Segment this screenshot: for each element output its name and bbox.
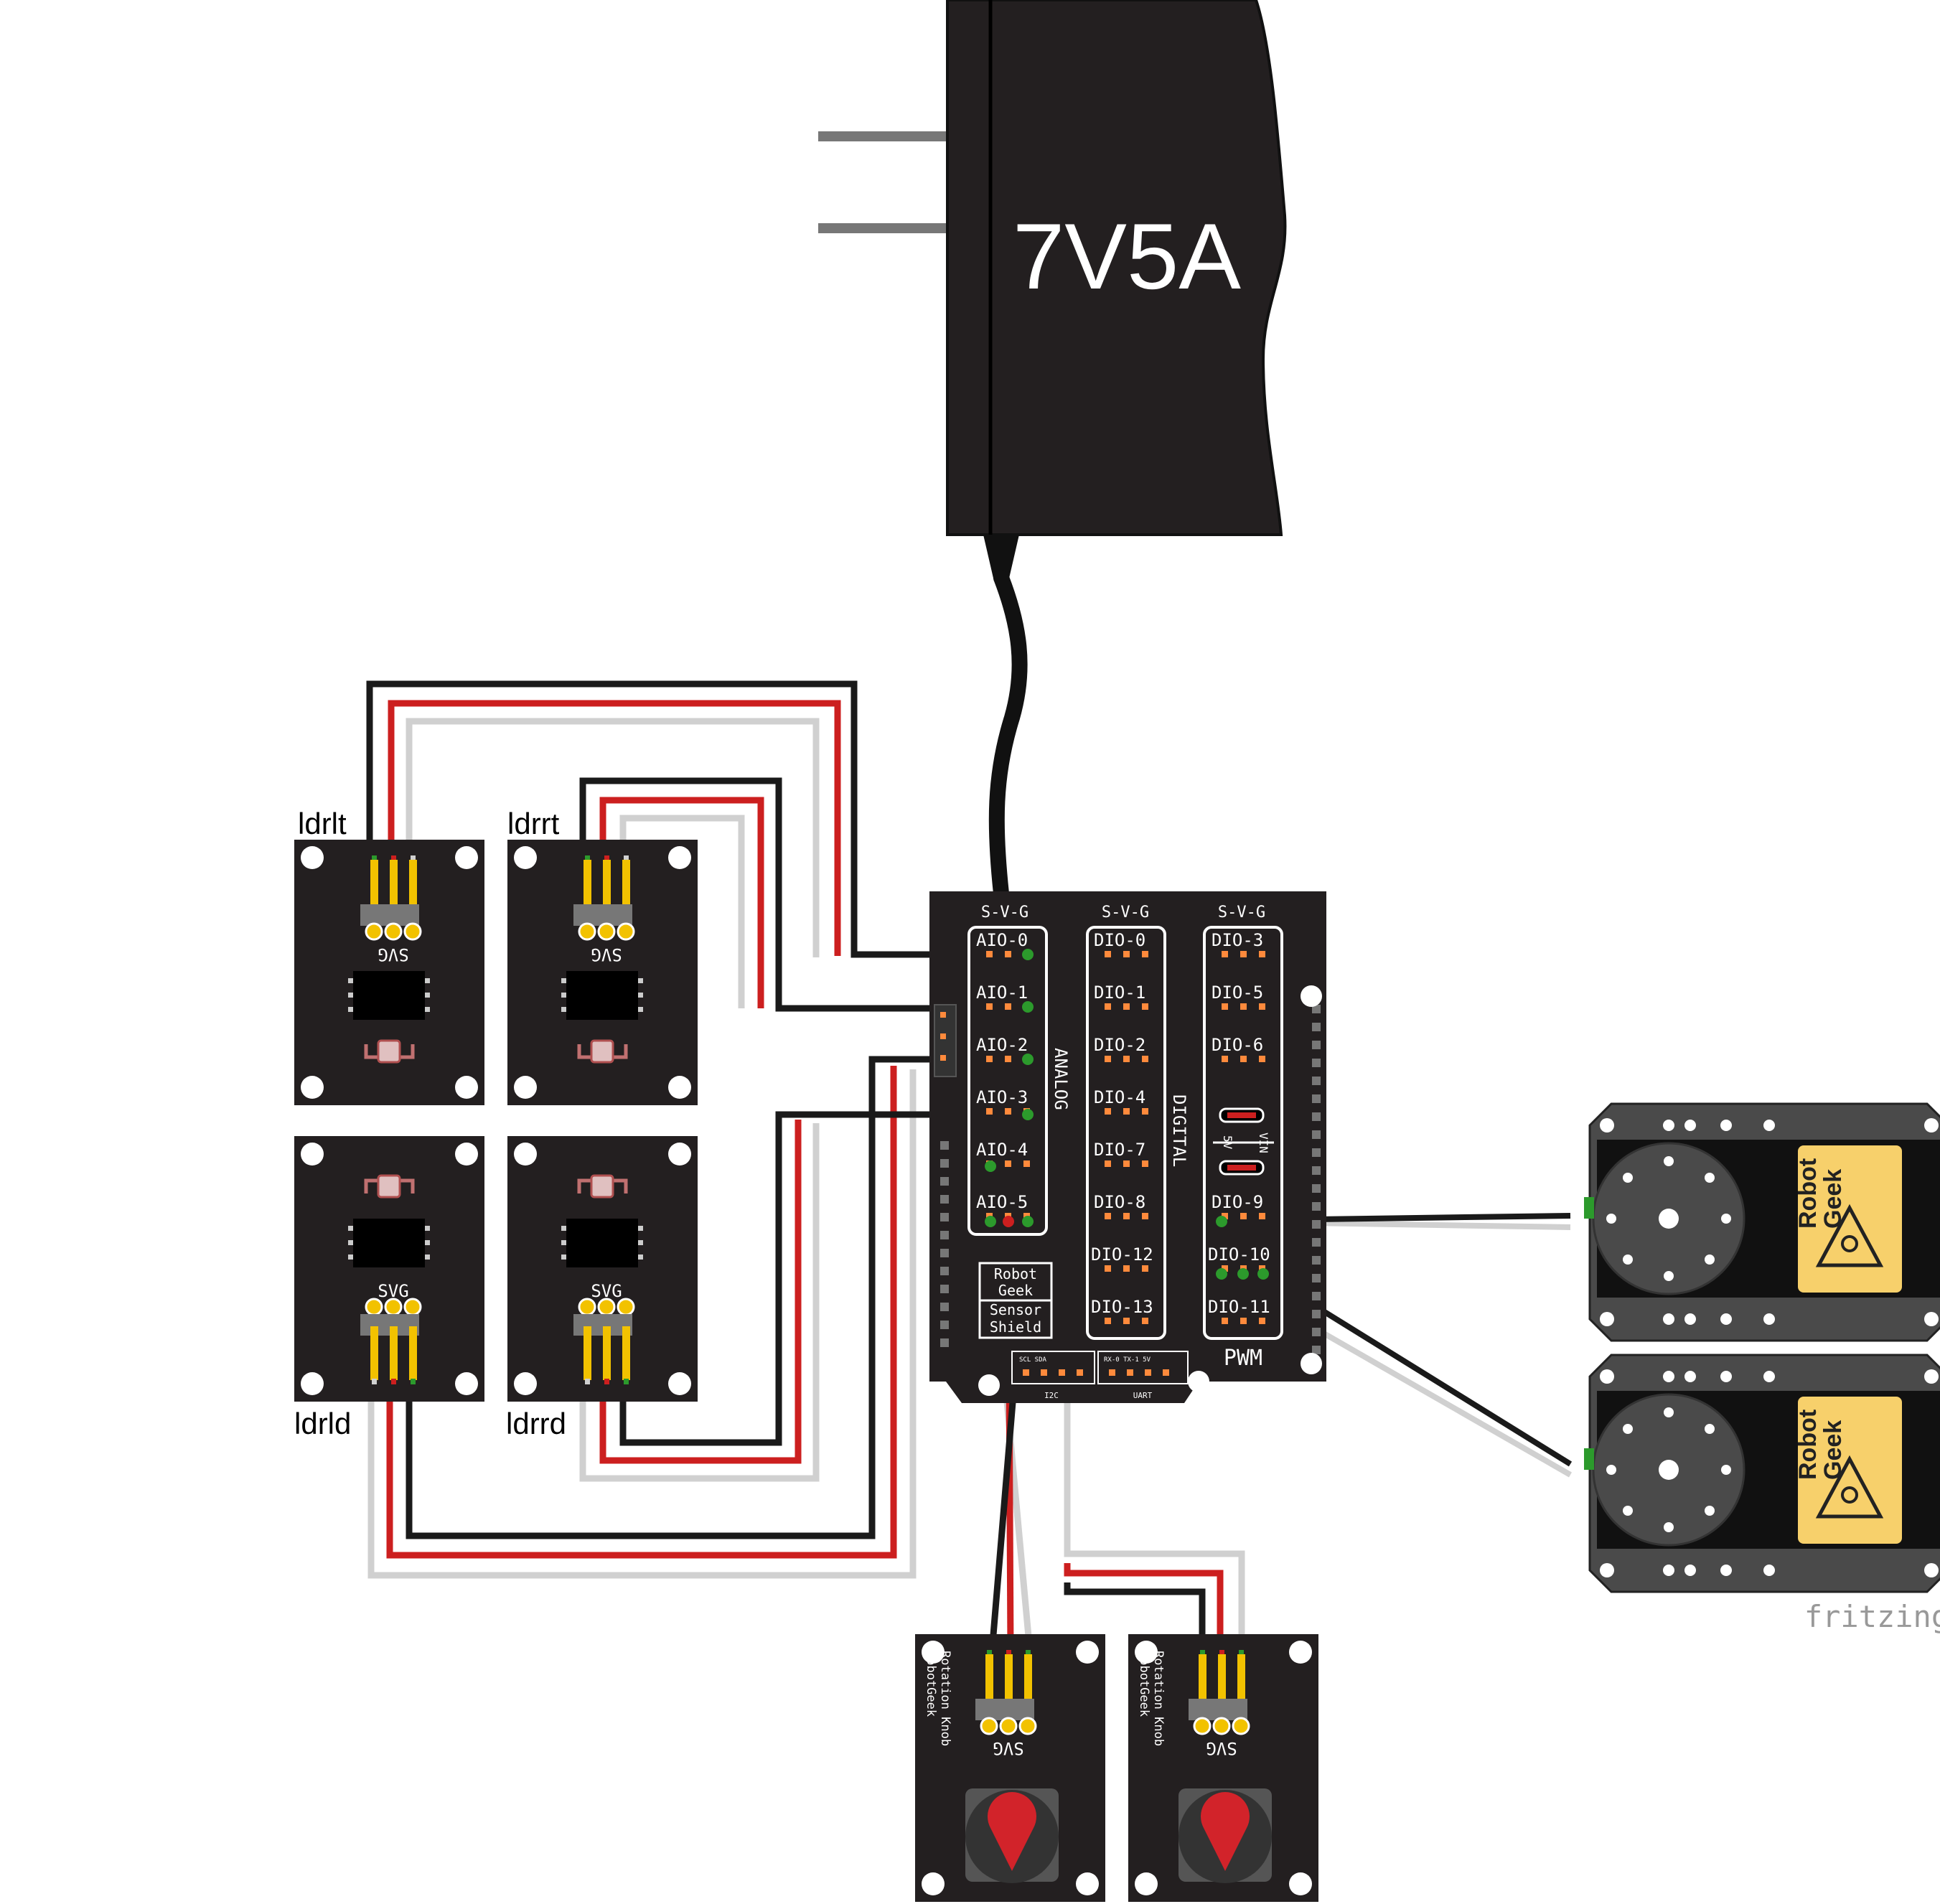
digital-pin-label: DIO-8 [1094, 1192, 1145, 1212]
servo-1: Robot Geek [1584, 1104, 1940, 1341]
fritzing-watermark: fritzing [1804, 1599, 1940, 1634]
pwm-pin-label: DIO-3 [1212, 930, 1263, 950]
adapter-prong-top [818, 131, 947, 141]
digital-pin-label: DIO-12 [1091, 1244, 1153, 1265]
i2c-label: I2C [1044, 1391, 1059, 1400]
jumper-5v-label: 5V [1221, 1135, 1234, 1150]
pwm-header-label: S-V-G [1218, 904, 1265, 921]
analog-pin-label: AIO-2 [976, 1035, 1028, 1055]
digital-pin-label: DIO-1 [1094, 983, 1145, 1003]
adapter-cable [988, 570, 1028, 901]
sensor-pin-label: SVG [378, 1281, 408, 1301]
wire-ldrrd-signal [579, 1123, 820, 1482]
wire-ldrrt-signal [619, 815, 745, 1008]
digital-pin-label: DIO-2 [1094, 1035, 1145, 1055]
pwm-pin-label: DIO-11 [1208, 1297, 1270, 1317]
sensor-pin-label: SVG [591, 1281, 622, 1301]
wire-ldrrt-ground [579, 777, 1030, 1012]
digital-header-label: S-V-G [1102, 904, 1149, 921]
sensor-ldrlt: SVG ldrlt [294, 807, 484, 1105]
servo-brand-line1: Robot [1794, 1158, 1822, 1229]
wire-ldrlt-ground [366, 680, 1030, 958]
wire-ldrlt-power [388, 700, 841, 956]
analog-header-label: S-V-G [981, 904, 1028, 921]
jumper-vin-label: VIN [1257, 1132, 1270, 1153]
logo-line: Sensor [990, 1301, 1041, 1318]
adapter-label: 7V5A [1013, 204, 1241, 309]
analog-label: ANALOG [1051, 1048, 1071, 1110]
digital-pins: DIO-0 DIO-1 DIO-2 DIO-4 DIO-7 DIO-8 DIO-… [1091, 930, 1153, 1324]
rotation-knob-2: RobotGeek Rotation Knob SVG [1127, 1633, 1320, 1903]
wire-ldrlt-signal [406, 718, 820, 957]
wire-ldrrd-ground [619, 1111, 1030, 1446]
adapter-body [946, 0, 1287, 536]
digital-label: DIGITAL [1169, 1094, 1189, 1167]
wire-ldrld-signal [367, 1069, 917, 1579]
wire-ldrld-power [386, 1066, 897, 1559]
i2c-pins-label: SCL SDA [1019, 1356, 1047, 1364]
adapter-strain-relief [983, 535, 1019, 581]
knob-pin-label: SVG [993, 1738, 1023, 1758]
servo-brand-line2: Geek [1819, 1420, 1847, 1480]
sensor-label: ldrlt [298, 807, 347, 840]
digital-pin-label: DIO-13 [1091, 1297, 1153, 1317]
sensor-pin-label: SVG [378, 944, 408, 965]
pwm-column [1203, 926, 1283, 1340]
i2c-uart-headers: SCL SDA RX-0 TX-1 5V I2C UART [1011, 1351, 1189, 1400]
wire-ldrld-ground [406, 1056, 1030, 1539]
knob-label-line2: Rotation Knob [938, 1651, 952, 1746]
uart-pins-label: RX-0 TX-1 5V [1104, 1356, 1151, 1364]
logo-line: Geek [998, 1282, 1033, 1299]
analog-pin-label: AIO-3 [976, 1087, 1028, 1107]
rotation-knob-1: RobotGeek Rotation Knob SVG [914, 1633, 1107, 1903]
pwm-pin-label: DIO-6 [1212, 1035, 1263, 1055]
wire-ldrrd-power [599, 1120, 802, 1464]
digital-column [1086, 926, 1166, 1340]
sensor-pin-label: SVG [591, 944, 622, 965]
knob-label-line1: RobotGeek [924, 1651, 938, 1717]
sensor-shield: S-V-G S-V-G S-V-G AIO-0 AIO-1 AIO-2 AIO-… [929, 891, 1326, 1403]
shield-logo: Robot Geek Sensor Shield [978, 1262, 1053, 1339]
sensor-ldrrt: SVG ldrrt [507, 807, 698, 1105]
power-adapter: 7V5A [818, 0, 1287, 901]
knob-pin-label: SVG [1206, 1738, 1237, 1758]
analog-pin-label: AIO-4 [976, 1140, 1028, 1160]
wire-knob2-ground [1064, 1582, 1206, 1652]
connector-dots [985, 949, 1269, 1280]
digital-pin-label: DIO-4 [1094, 1087, 1145, 1107]
analog-pin-label: AIO-5 [976, 1192, 1028, 1212]
servo-2: Robot Geek [1584, 1355, 1940, 1592]
pwm-label: PWM [1224, 1346, 1262, 1371]
analog-pin-label: AIO-0 [976, 930, 1028, 950]
sensor-ldrrd: SVG ldrrd [506, 1136, 698, 1440]
logo-line: Shield [990, 1318, 1041, 1336]
sensor-label: ldrrd [506, 1407, 566, 1440]
logo-line: Robot [994, 1265, 1037, 1282]
knob-label-line1: RobotGeek [1137, 1651, 1151, 1717]
pwm-pin-label: DIO-10 [1208, 1244, 1270, 1265]
wire-ldrrt-power [599, 797, 764, 1008]
uart-label: UART [1133, 1391, 1153, 1400]
digital-pin-label: DIO-7 [1094, 1140, 1145, 1160]
analog-column [967, 926, 1048, 1236]
servo-brand-line1: Robot [1794, 1410, 1822, 1480]
pwm-pin-label: DIO-9 [1212, 1192, 1263, 1212]
analog-pin-label: AIO-1 [976, 983, 1028, 1003]
analog-pins: AIO-0 AIO-1 AIO-2 AIO-3 AIO-4 AIO-5 [976, 930, 1030, 1219]
pwm-pin-label: DIO-5 [1212, 983, 1263, 1003]
adapter-prong-bottom [818, 223, 947, 233]
servo-brand-line2: Geek [1819, 1169, 1847, 1229]
sensor-label: ldrrt [507, 807, 560, 840]
sensor-ldrld: SVG ldrld [294, 1136, 484, 1440]
wire-knob2-power [1064, 1563, 1224, 1652]
sensor-label: ldrld [294, 1407, 351, 1440]
knob-label-line2: Rotation Knob [1151, 1651, 1166, 1746]
digital-pin-label: DIO-0 [1094, 930, 1145, 950]
pwm-pins: DIO-3 DIO-5 DIO-6 DIO-9 DIO-10 DIO-11 5V… [1208, 930, 1274, 1324]
